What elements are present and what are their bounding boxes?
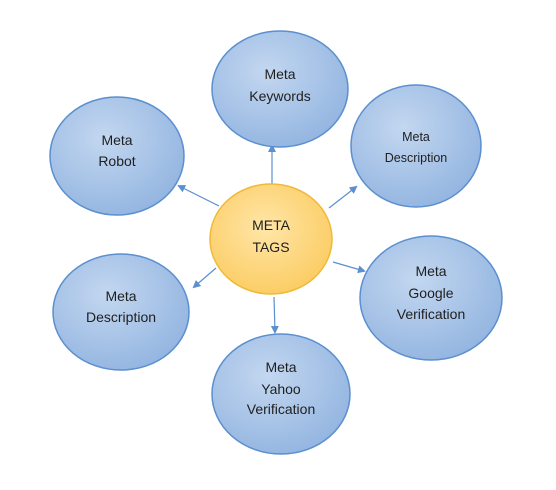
node-google-line-1: Meta (415, 263, 446, 279)
arrows (177, 144, 366, 334)
center-line-2: TAGS (252, 239, 289, 255)
node-description-left-line-2: Description (86, 309, 156, 325)
arrow-to-description-right (328, 185, 358, 209)
node-description-right-line-1: Meta (402, 130, 430, 144)
node-google: Meta Google Verification (359, 235, 503, 361)
node-keywords: Meta Keywords (211, 30, 349, 148)
node-yahoo-line-3: Verification (247, 401, 315, 417)
node-robot-line-1: Meta (101, 132, 132, 148)
node-description-right-line-2: Description (385, 151, 448, 165)
node-description-left-line-1: Meta (105, 288, 136, 304)
node-robot: Meta Robot (49, 96, 185, 216)
center-line-1: META (252, 217, 291, 233)
center-node-meta-tags: META TAGS (209, 183, 333, 295)
node-keywords-line-1: Meta (264, 66, 295, 82)
node-yahoo-line-2: Yahoo (261, 381, 301, 397)
node-keywords-line-2: Keywords (249, 88, 310, 104)
node-description-right: Meta Description (350, 84, 482, 208)
node-google-line-2: Google (408, 285, 453, 301)
arrow-to-description-left (192, 267, 217, 289)
node-description-left: Meta Description (52, 253, 190, 371)
arrow-to-robot (177, 185, 220, 207)
node-yahoo: Meta Yahoo Verification (211, 333, 351, 455)
node-google-line-3: Verification (397, 306, 465, 322)
node-yahoo-line-1: Meta (265, 359, 296, 375)
arrow-to-yahoo (270, 296, 279, 334)
arrow-to-google (332, 261, 366, 274)
node-robot-line-2: Robot (98, 153, 135, 169)
